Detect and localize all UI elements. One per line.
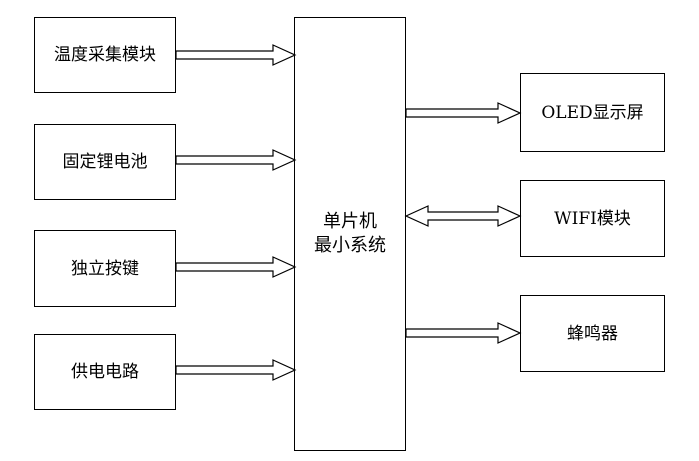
arrow-mcu-to-buzzer: [405, 322, 522, 344]
buzzer-block: 蜂鸣器: [520, 295, 665, 372]
mcu-label-line2: 最小系统: [314, 235, 386, 256]
lithium-battery-block: 固定锂电池: [34, 124, 176, 200]
key-block: 独立按键: [34, 230, 176, 307]
mcu-block: 单片机 最小系统: [294, 17, 406, 451]
arrow-battery-to-mcu: [175, 149, 297, 171]
power-circuit-label: 供电电路: [71, 362, 139, 382]
mcu-label: 单片机 最小系统: [314, 210, 386, 258]
arrow-power-to-mcu: [175, 359, 297, 381]
arrow-temperature-to-mcu: [175, 44, 297, 66]
wifi-module-block: WIFI模块: [520, 180, 665, 257]
arrow-mcu-wifi-bidirectional: [404, 205, 522, 227]
wifi-module-label: WIFI模块: [554, 208, 631, 229]
key-label: 独立按键: [71, 258, 139, 279]
power-circuit-block: 供电电路: [34, 334, 176, 410]
temperature-module-label: 温度采集模块: [54, 45, 156, 65]
arrow-mcu-to-oled: [405, 102, 522, 124]
temperature-module-block: 温度采集模块: [34, 17, 176, 93]
buzzer-label: 蜂鸣器: [567, 323, 618, 344]
arrow-key-to-mcu: [175, 256, 297, 278]
oled-display-label: OLED显示屏: [541, 102, 644, 123]
mcu-label-line1: 单片机: [323, 211, 377, 232]
oled-display-block: OLED显示屏: [520, 73, 665, 152]
lithium-battery-label: 固定锂电池: [62, 152, 148, 172]
